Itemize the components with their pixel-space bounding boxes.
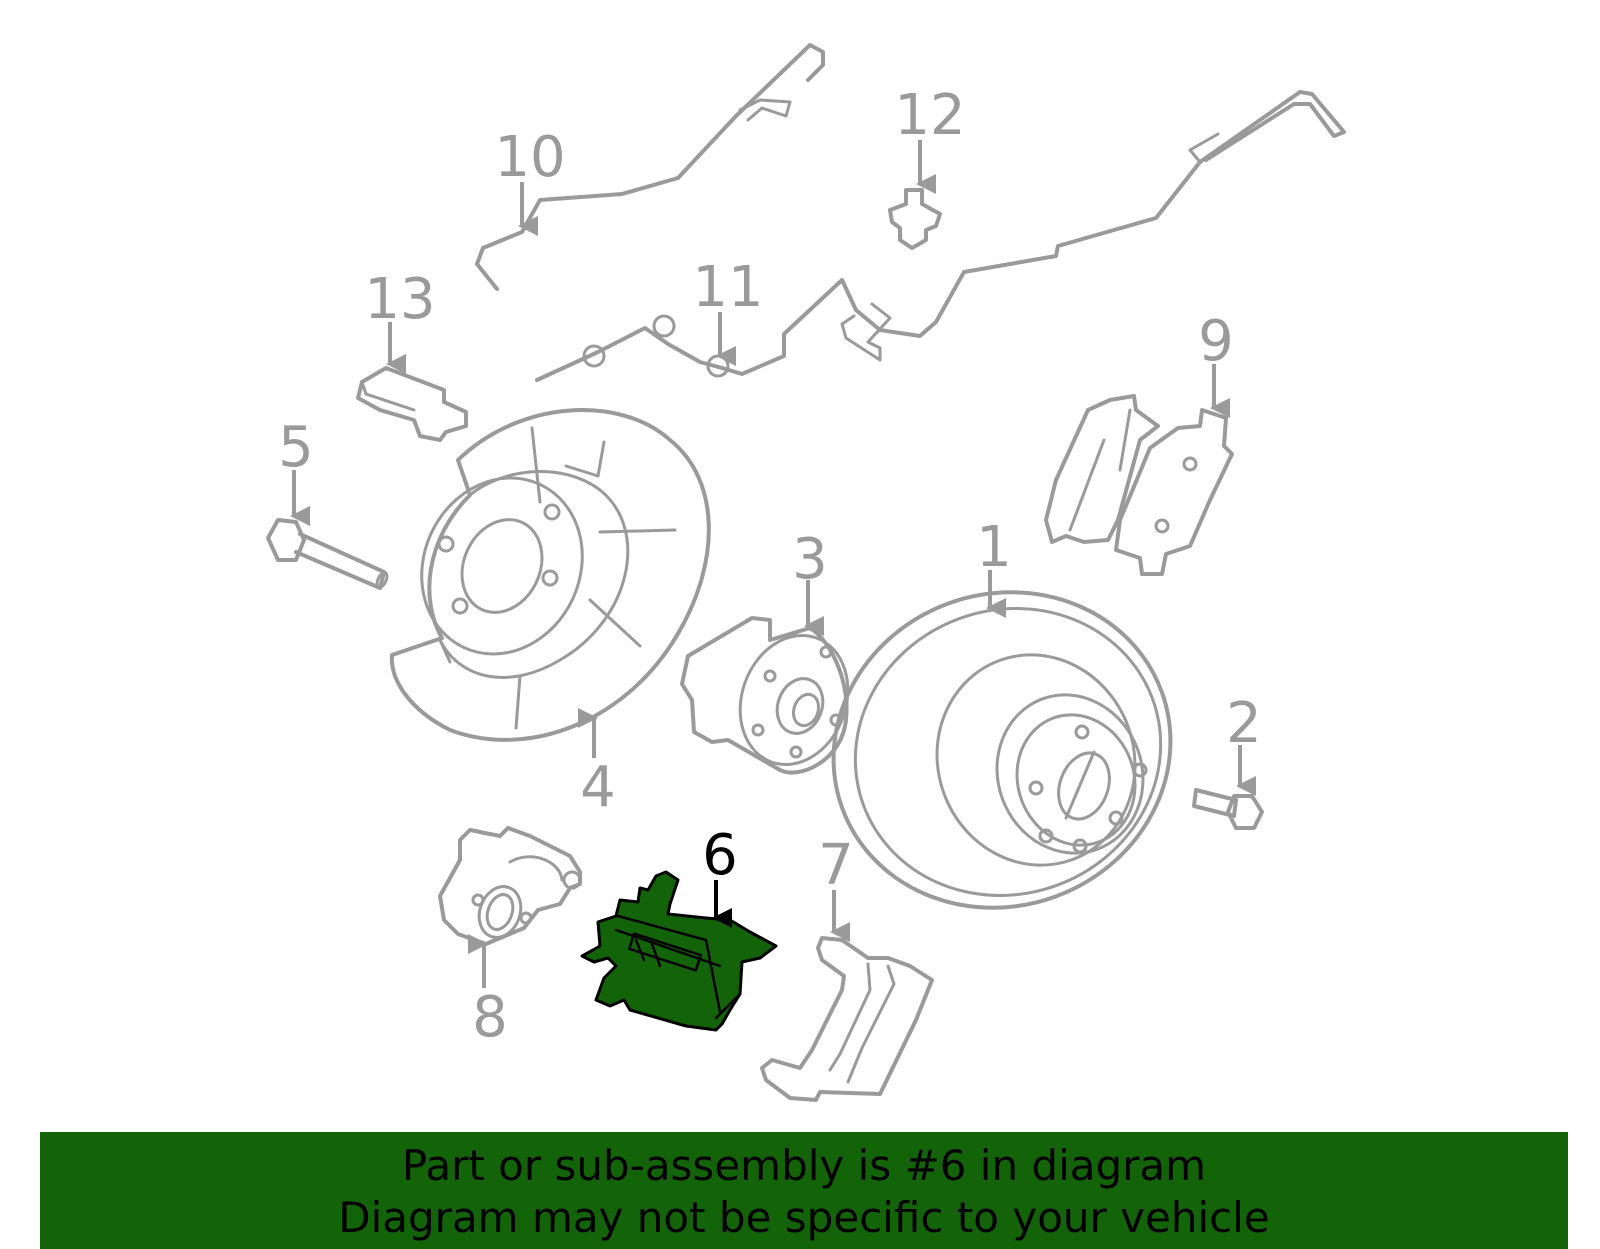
info-banner: Part or sub-assembly is #6 in diagram Di… bbox=[40, 1132, 1568, 1249]
callout-5: 5 bbox=[278, 415, 314, 480]
callout-10: 10 bbox=[494, 125, 565, 190]
banner-line-1: Part or sub-assembly is #6 in diagram bbox=[401, 1141, 1207, 1190]
callout-2: 2 bbox=[1226, 691, 1262, 756]
callout-11: 11 bbox=[692, 255, 763, 320]
callout-8: 8 bbox=[472, 985, 508, 1050]
callout-3: 3 bbox=[792, 527, 828, 592]
part-9-brake-pads[interactable] bbox=[1044, 394, 1234, 576]
part-3-hub-bearing[interactable] bbox=[680, 616, 865, 780]
part-10-brake-line[interactable] bbox=[475, 43, 825, 291]
callout-labels: 1 2 3 4 5 6 7 8 9 10 11 12 13 bbox=[278, 83, 1262, 1050]
banner-line-2: Diagram may not be specific to your vehi… bbox=[338, 1193, 1270, 1242]
callout-4: 4 bbox=[580, 755, 616, 820]
callout-9: 9 bbox=[1198, 309, 1234, 374]
callout-7: 7 bbox=[818, 833, 854, 898]
part-1-rotor[interactable] bbox=[789, 545, 1215, 954]
part-12-clip[interactable] bbox=[888, 188, 942, 250]
callout-arrows bbox=[290, 140, 1256, 988]
part-8-actuator[interactable] bbox=[438, 826, 582, 946]
callout-6: 6 bbox=[702, 823, 738, 888]
part-6-caliper-highlighted[interactable] bbox=[580, 870, 778, 1032]
part-7-caliper-bracket[interactable] bbox=[760, 936, 934, 1102]
callout-1: 1 bbox=[976, 515, 1012, 580]
part-5-bolt[interactable] bbox=[266, 518, 389, 590]
callout-12: 12 bbox=[894, 83, 965, 148]
part-4-dust-shield[interactable] bbox=[389, 408, 711, 742]
part-13-sensor[interactable] bbox=[356, 366, 468, 442]
callout-13: 13 bbox=[364, 267, 435, 332]
part-2-bolt[interactable] bbox=[1192, 788, 1264, 830]
